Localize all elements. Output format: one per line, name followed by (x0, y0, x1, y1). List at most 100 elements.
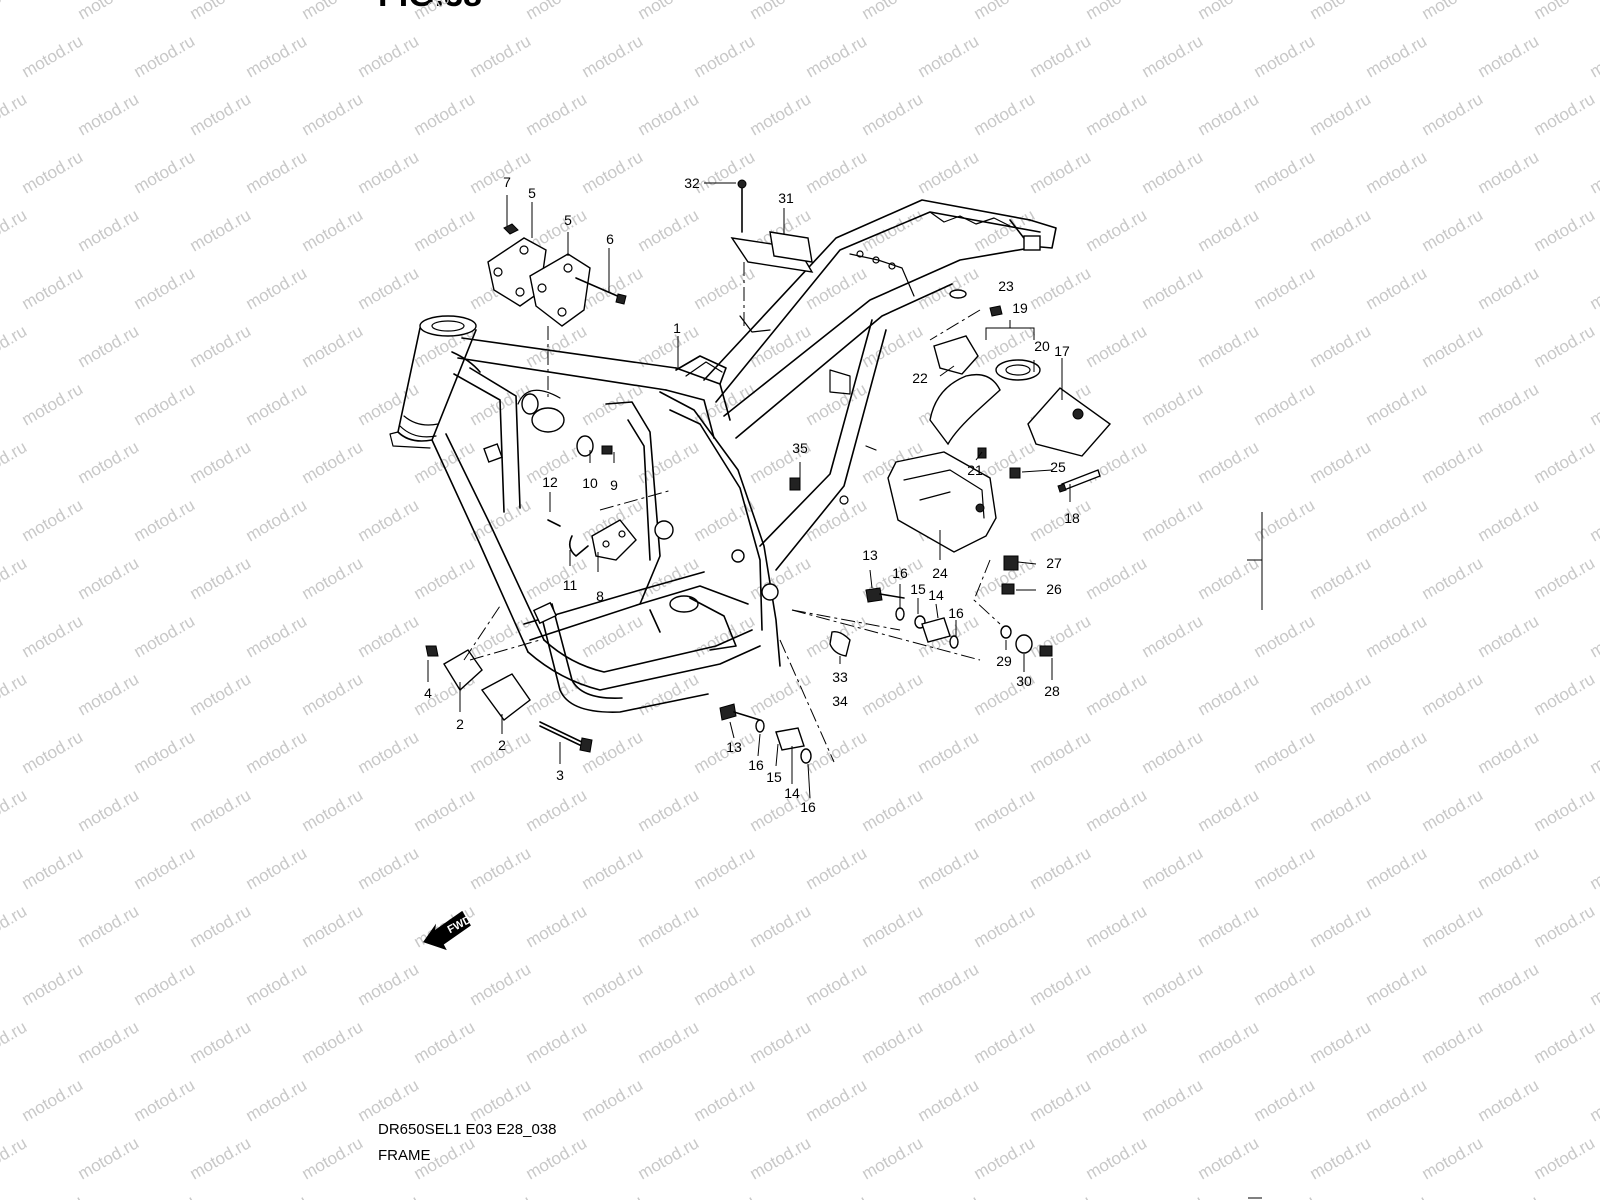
watermark-text: motod.ru (1363, 1191, 1431, 1200)
watermark-text: motod.ru (19, 379, 87, 429)
watermark-text: motod.ru (467, 147, 535, 197)
watermark-text: motod.ru (75, 321, 143, 371)
watermark-text: motod.ru (355, 1191, 423, 1200)
watermark-text: motod.ru (859, 89, 927, 139)
watermark-text: motod.ru (0, 901, 30, 951)
callout-5: 5 (528, 185, 536, 201)
watermark-text: motod.ru (1027, 147, 1095, 197)
watermark-text: motod.ru (19, 147, 87, 197)
watermark-text: motod.ru (1531, 321, 1599, 371)
watermark-text: motod.ru (1307, 205, 1375, 255)
callout-19: 19 (1012, 300, 1028, 316)
watermark-text: motod.ru (1419, 89, 1487, 139)
watermark-text: motod.ru (1475, 379, 1543, 429)
callout-12: 12 (542, 474, 558, 490)
watermark-text: motod.ru (1419, 669, 1487, 719)
watermark-text: motod.ru (187, 0, 255, 23)
callout-1: 1 (673, 320, 681, 336)
mount-stack-upper (791, 587, 981, 661)
watermark-text: motod.ru (243, 147, 311, 197)
rear-bracket-31 (730, 179, 814, 273)
watermark-text: motod.ru (635, 0, 703, 23)
watermark-text: motod.ru (915, 1075, 983, 1125)
watermark-text: motod.ru (859, 1133, 927, 1183)
watermark-text: motod.ru (243, 1075, 311, 1125)
watermark-text: motod.ru (1083, 1133, 1151, 1183)
watermark-text: motod.ru (299, 205, 367, 255)
watermark-text: motod.ru (1531, 1133, 1599, 1183)
watermark-text: motod.ru (747, 1133, 815, 1183)
edge-bracket-mark (1247, 512, 1263, 610)
watermark-text: motod.ru (1139, 1075, 1207, 1125)
watermark-text: motod.ru (0, 1017, 30, 1067)
watermark-text: motod.ru (1363, 727, 1431, 777)
watermark-text: motod.ru (355, 727, 423, 777)
watermark-text: motod.ru (1307, 785, 1375, 835)
watermark-text: motod.ru (1307, 553, 1375, 603)
watermark-text: motod.ru (859, 785, 927, 835)
watermark-text: motod.ru (1083, 553, 1151, 603)
watermark-text: motod.ru (1027, 843, 1095, 893)
watermark-text: motod.ru (19, 959, 87, 1009)
watermark-text: motod.ru (299, 1133, 367, 1183)
watermark-text: motod.ru (0, 785, 30, 835)
watermark-text: motod.ru (523, 89, 591, 139)
watermark-text: motod.ru (131, 1191, 199, 1200)
watermark-text: motod.ru (747, 0, 815, 23)
watermark-text: motod.ru (1587, 31, 1600, 81)
watermark-text: motod.ru (187, 437, 255, 487)
watermark-text: motod.ru (131, 379, 199, 429)
watermark-text: motod.ru (691, 1191, 759, 1200)
washer-29 (1000, 625, 1012, 639)
watermark-text: motod.ru (1419, 1133, 1487, 1183)
watermark-text: motod.ru (635, 669, 703, 719)
watermark-text: motod.ru (299, 669, 367, 719)
watermark-text: motod.ru (1195, 89, 1263, 139)
watermark-text: motod.ru (1419, 437, 1487, 487)
watermark-text: motod.ru (1139, 727, 1207, 777)
watermark-text: motod.ru (411, 1017, 479, 1067)
callout-16: 16 (948, 605, 964, 621)
watermark-text: motod.ru (1587, 843, 1600, 893)
watermark-text: motod.ru (971, 0, 1039, 23)
watermark-text: motod.ru (131, 263, 199, 313)
watermark-text: motod.ru (691, 1075, 759, 1125)
watermark-text: motod.ru (243, 31, 311, 81)
watermark-text: motod.ru (1587, 1191, 1600, 1200)
watermark-text: motod.ru (915, 147, 983, 197)
watermark-text: motod.ru (1587, 263, 1600, 313)
watermark-text: motod.ru (19, 727, 87, 777)
watermark-text: motod.ru (1083, 785, 1151, 835)
watermark-text: motod.ru (803, 1191, 871, 1200)
watermark-text: motod.ru (1363, 1075, 1431, 1125)
watermark-text: motod.ru (1363, 379, 1431, 429)
watermark-text: motod.ru (75, 553, 143, 603)
watermark-text: motod.ru (1307, 321, 1375, 371)
watermark-text: motod.ru (1587, 147, 1600, 197)
watermark-text: motod.ru (19, 1191, 87, 1200)
watermark-text: motod.ru (1587, 727, 1600, 777)
watermark-text: motod.ru (1139, 611, 1207, 661)
watermark-text: motod.ru (1251, 31, 1319, 81)
watermark-text: motod.ru (1475, 727, 1543, 777)
watermark-text: motod.ru (0, 0, 30, 23)
watermark-text: motod.ru (523, 321, 591, 371)
callout-7: 7 (503, 174, 511, 190)
callout-9: 9 (610, 477, 618, 493)
watermark-text: motod.ru (523, 785, 591, 835)
watermark-text: motod.ru (1195, 0, 1263, 23)
watermark-text: motod.ru (355, 1075, 423, 1125)
watermark-text: motod.ru (1027, 727, 1095, 777)
watermark-text: motod.ru (1531, 0, 1599, 23)
watermark-text: motod.ru (1027, 611, 1095, 661)
watermark-text: motod.ru (859, 321, 927, 371)
watermark-text: motod.ru (803, 147, 871, 197)
watermark-text: motod.ru (187, 321, 255, 371)
watermark-text: motod.ru (1475, 611, 1543, 661)
watermark-text: motod.ru (1307, 901, 1375, 951)
watermark-text: motod.ru (1195, 437, 1263, 487)
watermark-text: motod.ru (971, 89, 1039, 139)
watermark-text: motod.ru (691, 611, 759, 661)
watermark-text: motod.ru (299, 437, 367, 487)
